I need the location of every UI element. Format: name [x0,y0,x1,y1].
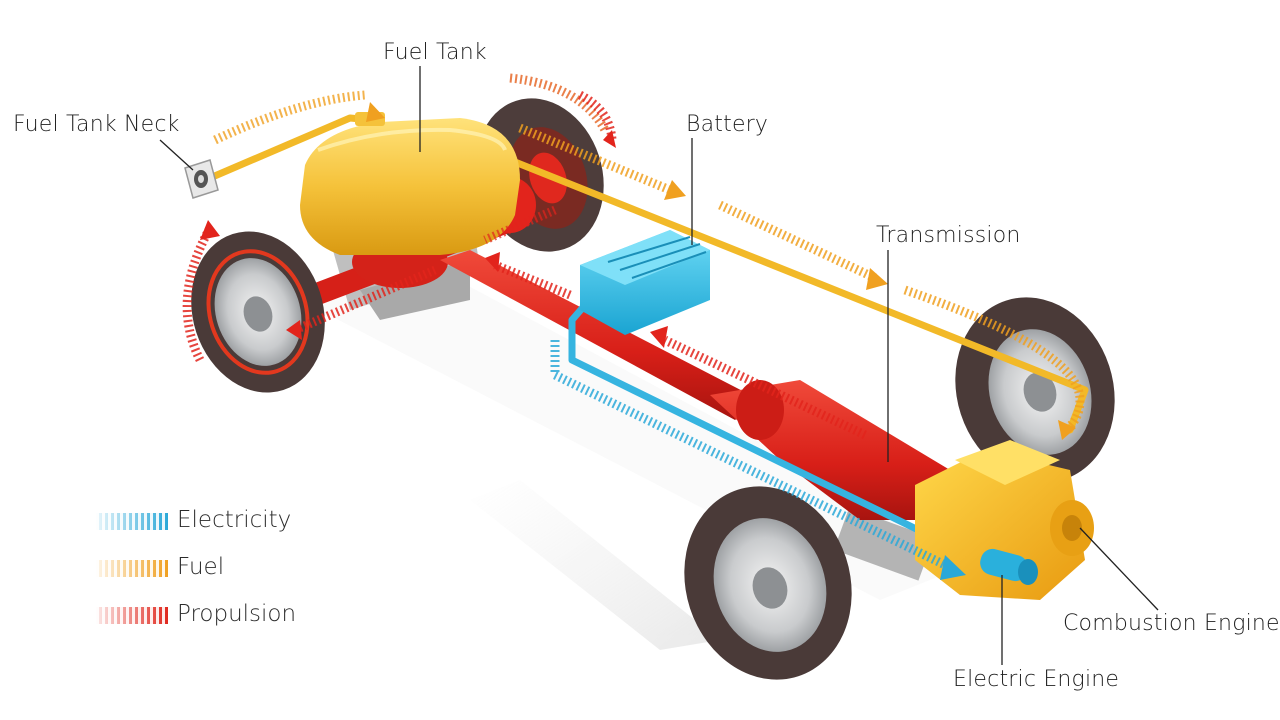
legend-label: Fuel [177,554,225,580]
fuel-tank-neck [184,159,219,199]
label-fuel-tank: Fuel Tank [383,40,487,65]
label-battery: Battery [686,112,769,137]
propulsion-arrowheads [200,130,668,348]
wheel-rear-left [191,231,325,393]
label-combustion-engine: Combustion Engine [1063,611,1280,636]
drive-shaft [440,250,950,520]
electric-engine [980,548,1038,585]
fuel-tank [300,112,520,255]
wheel-front-left [684,486,852,680]
legend-label: Electricity [177,507,292,533]
legend-swatches [96,513,168,624]
label-electric-engine: Electric Engine [953,667,1120,692]
combustion-engine [915,440,1094,600]
electricity-flow-arrows [550,340,947,570]
electricity-arrowheads [940,555,966,580]
propulsion-flow-arrows [182,90,867,440]
fuel-flow-arrows [213,73,1085,434]
legend-label: Propulsion [177,601,297,627]
battery [580,230,710,335]
leader-lines [159,66,1159,665]
label-fuel-tank-neck: Fuel Tank Neck [13,112,180,137]
fuel-arrowheads [366,102,1076,440]
label-transmission: Transmission [876,223,1021,248]
